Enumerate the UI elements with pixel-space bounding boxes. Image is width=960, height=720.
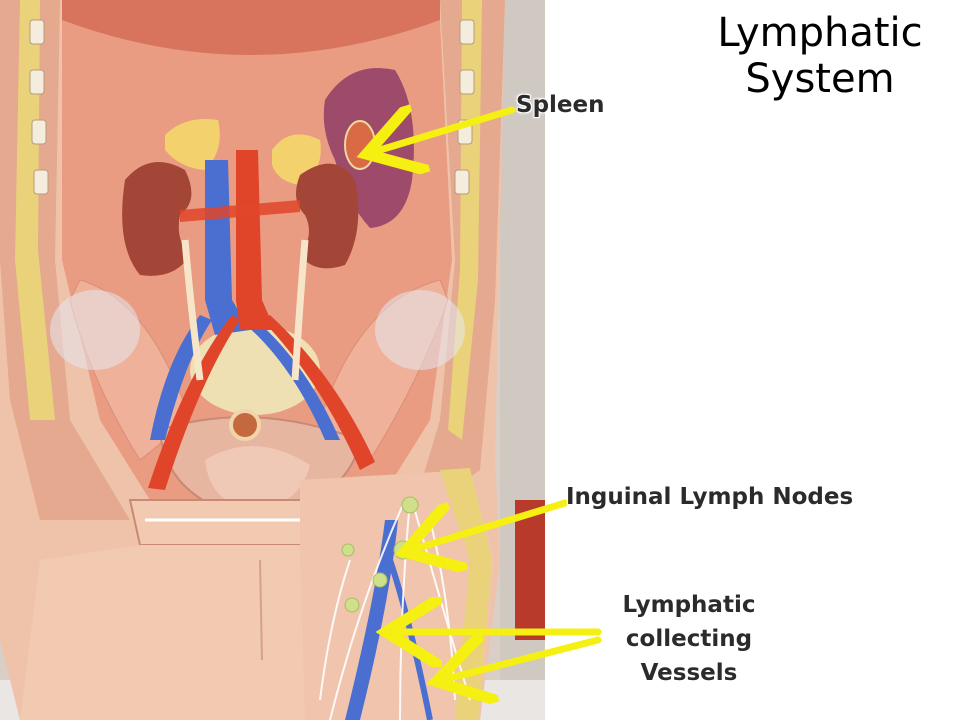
iliac-vein-right [240,315,340,440]
ureters [181,239,309,381]
aorta [236,150,275,330]
kidney-left [122,162,192,276]
rectum [229,409,261,441]
renal-vessels [180,200,300,222]
slide-title-line-2: System [745,56,895,102]
inguinal-lymph-nodes-label: Inguinal Lymph Nodes [566,484,854,510]
iliac-artery-left [148,315,240,490]
model-piece-right [515,500,545,640]
fascia-right [375,290,465,370]
lymphatic-collecting-vessels-line-1: Lymphatic collecting [622,592,756,652]
adrenal-left [165,119,220,170]
buttock-crease [259,559,263,661]
perineum [205,446,310,510]
slide-title-line-1: Lymphatic [717,10,923,56]
spleen-hilum [344,120,376,170]
slide-title: Lymphatic System [700,10,940,102]
femoral-vein [345,520,398,720]
spleen-label: Spleen [516,92,605,118]
lymphatic-collecting-vessels-label: Lymphatic collecting Vessels [556,588,822,690]
fascia-left [50,290,140,370]
diaphragm [62,0,440,55]
kidney-right [296,163,359,269]
fat-layer-left [15,0,55,420]
buttock [20,545,305,720]
anatomy-model-photo [0,0,545,720]
vena-cava [205,160,250,335]
iliac-artery-right [262,315,375,470]
lymphatic-collecting-vessels-line-2: Vessels [640,660,738,686]
